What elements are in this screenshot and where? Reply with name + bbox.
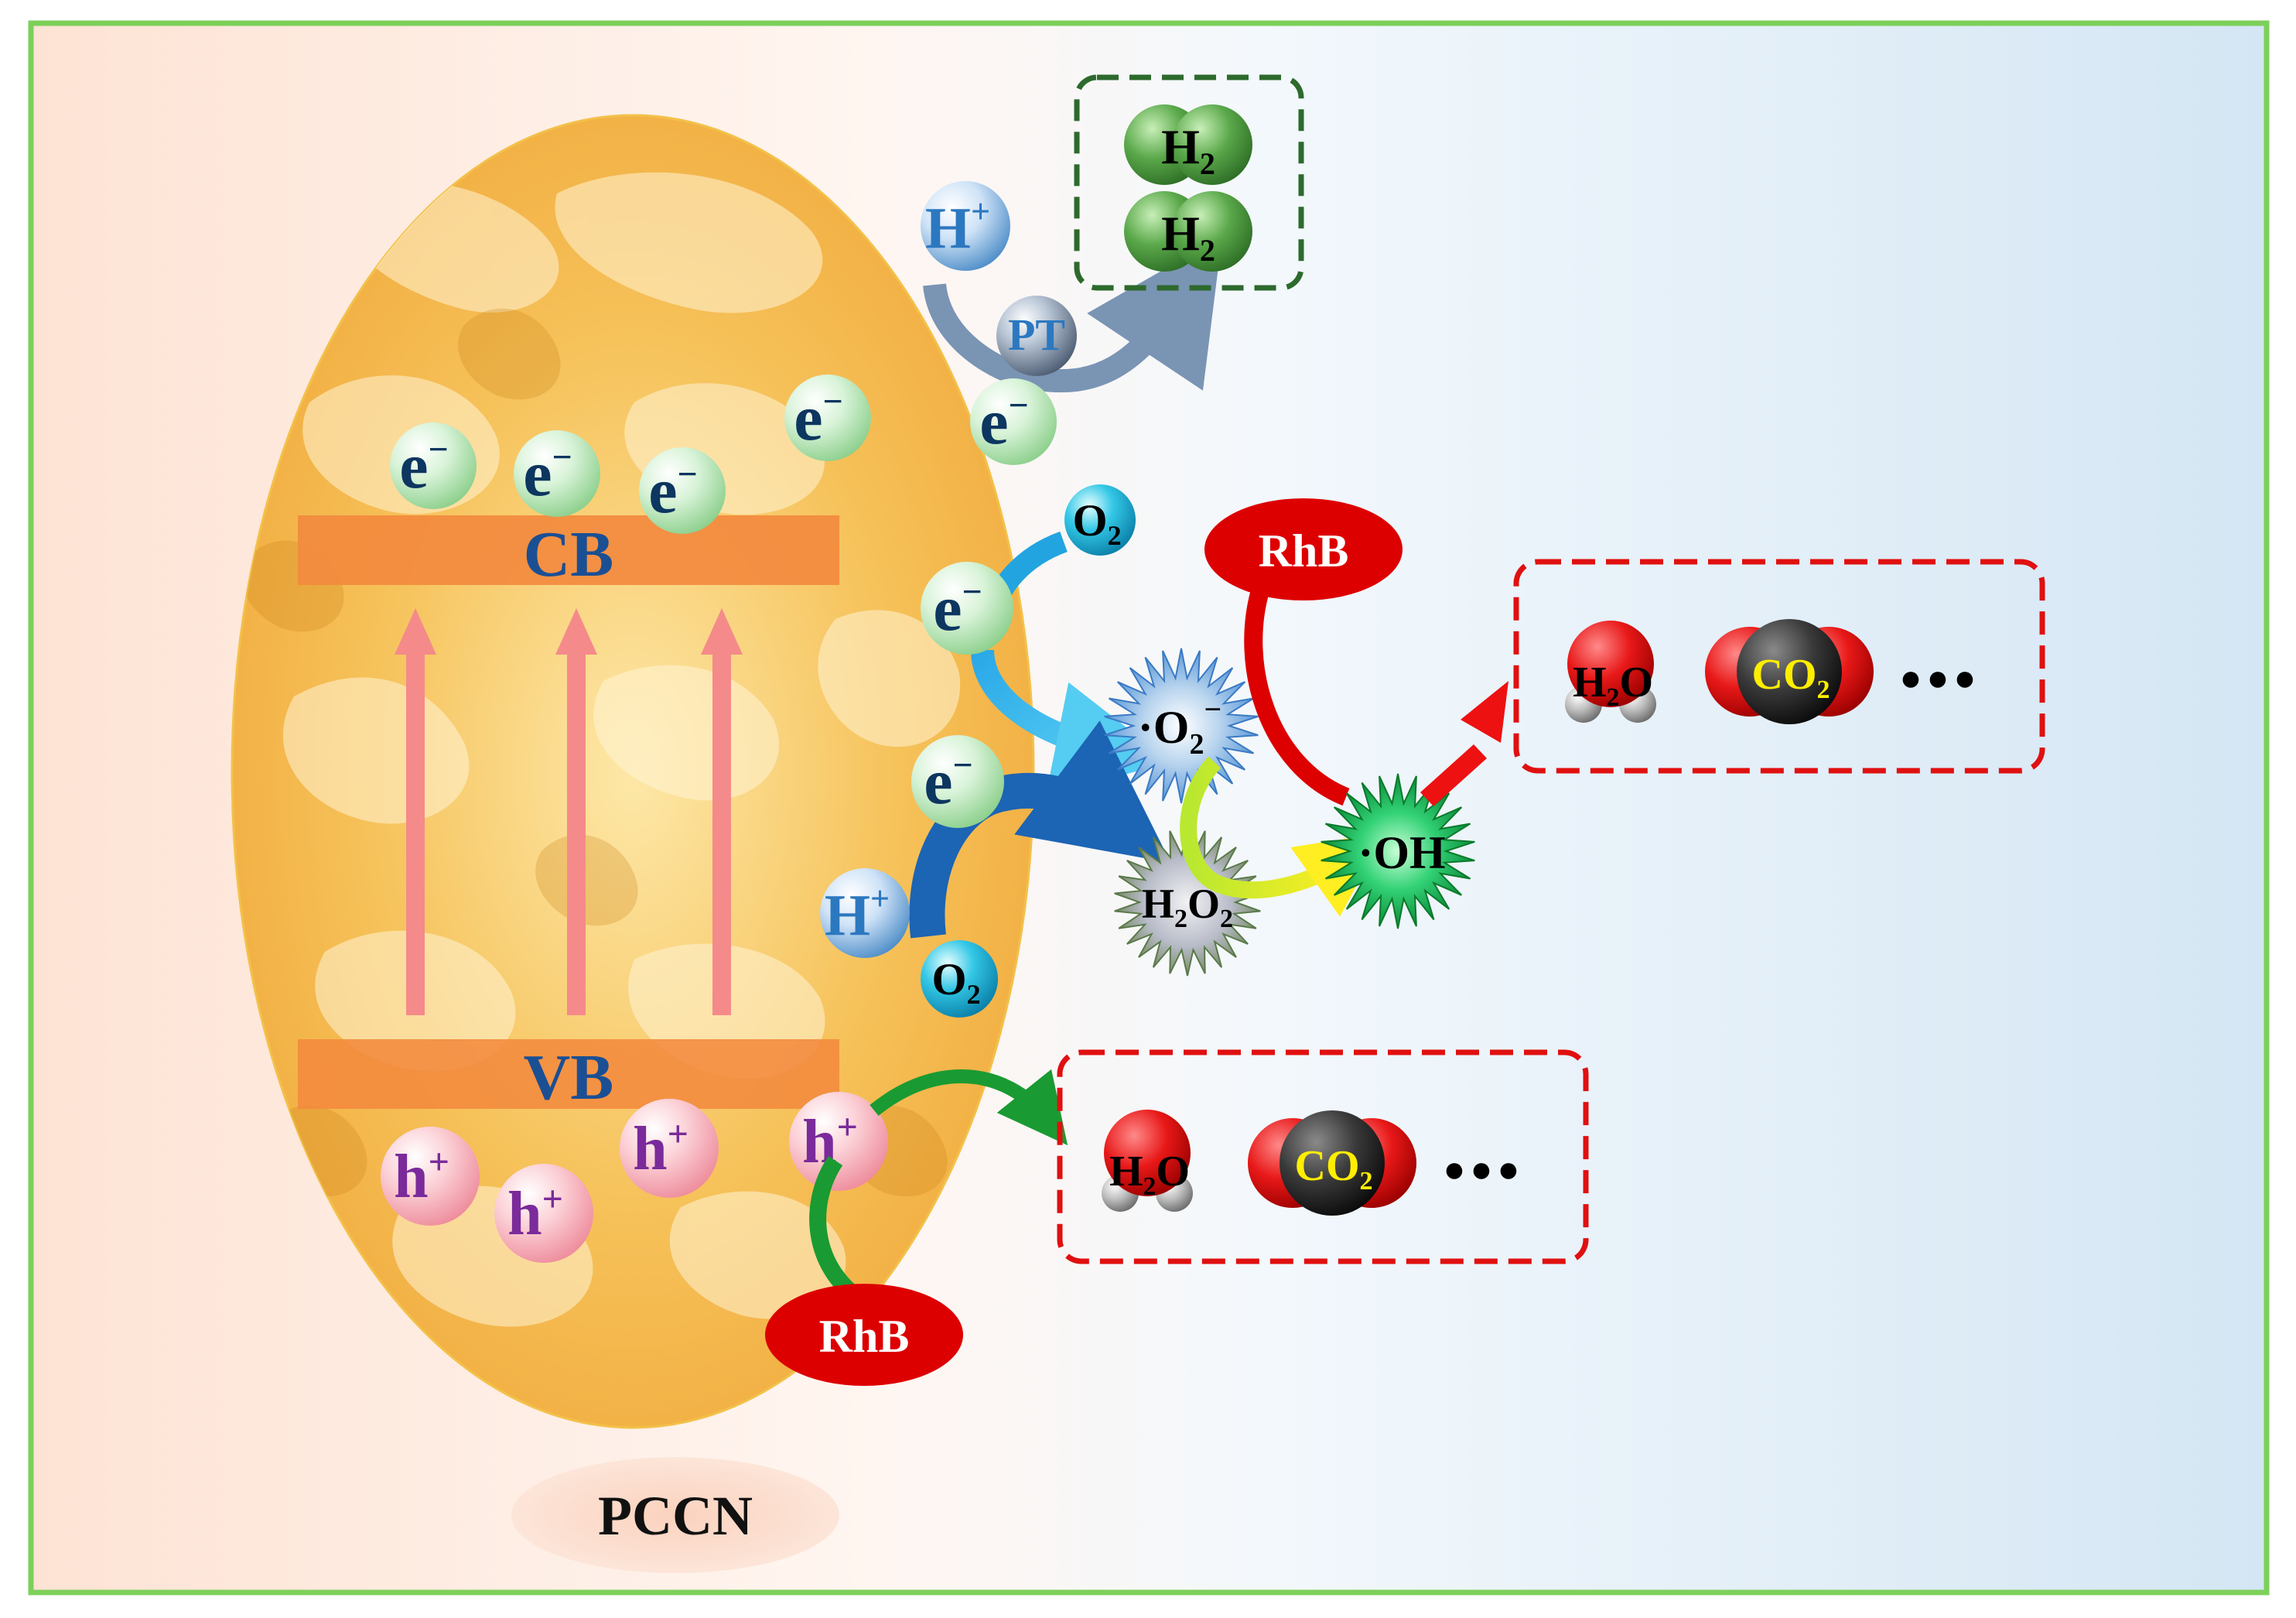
excitation-arrows: [395, 608, 743, 1015]
outer-frame: [28, 20, 2270, 1596]
svg-text:O2: O2: [1072, 495, 1121, 551]
electron: e−: [784, 375, 871, 461]
svg-text:H+: H+: [925, 193, 990, 261]
h2-product-box: H2 H2: [1074, 74, 1304, 291]
hydrogen-peroxide: H2O2: [1114, 828, 1261, 977]
svg-text:H+: H+: [825, 880, 890, 948]
svg-text:h+: h+: [802, 1107, 858, 1176]
excitation-arrow: [701, 608, 743, 1015]
svg-text:h+: h+: [394, 1141, 449, 1211]
svg-text:H2O: H2O: [1573, 658, 1653, 712]
excitation-arrow: [395, 608, 436, 1015]
svg-text:e−: e−: [399, 429, 449, 502]
h2-molecule: H2: [1124, 191, 1252, 272]
hole: h+: [494, 1164, 593, 1263]
rhb-molecule: RhB: [765, 1284, 963, 1386]
degradation-products-box: H2O CO2 ●●●: [1057, 1049, 1589, 1264]
ellipsis: ●●●: [1444, 1149, 1525, 1190]
oxygen-molecule: O2: [921, 940, 998, 1018]
co2-molecule: CO2: [1705, 619, 1874, 724]
cb-label: CB: [524, 518, 614, 590]
oxygen-molecule: O2: [1064, 484, 1136, 556]
svg-text:e−: e−: [979, 385, 1029, 458]
svg-text:e−: e−: [523, 437, 572, 510]
h2-molecule: H2: [1124, 104, 1252, 185]
svg-text:e−: e−: [924, 745, 973, 818]
svg-text:H2: H2: [1161, 206, 1215, 268]
svg-text:·O2−: ·O2−: [1138, 692, 1221, 761]
hole: h+: [620, 1099, 719, 1198]
pt-label: PT: [1008, 310, 1065, 360]
oxidation-arrow: [1420, 681, 1508, 806]
water-molecule: H2O: [1565, 621, 1656, 723]
electron: e−: [639, 447, 726, 534]
starburst: [1114, 828, 1261, 977]
svg-text:CO2: CO2: [1752, 651, 1830, 704]
svg-text:H2O2: H2O2: [1142, 881, 1233, 933]
electron: e−: [970, 378, 1057, 465]
electron: e−: [911, 735, 1004, 828]
svg-text:H2: H2: [1161, 119, 1215, 181]
pccn-label: PCCN: [511, 1457, 839, 1573]
excitation-arrow: [555, 608, 597, 1015]
electron: e−: [514, 430, 600, 517]
valence-band: VB: [298, 1039, 839, 1113]
svg-text:e−: e−: [648, 454, 698, 527]
ellipsis: ●●●: [1900, 658, 1981, 699]
hydroxyl-radical: ·OH: [1321, 773, 1475, 929]
conduction-band: CB: [298, 515, 839, 590]
svg-text:e−: e−: [794, 381, 843, 454]
svg-text:h+: h+: [507, 1178, 563, 1248]
svg-text:O2: O2: [931, 954, 980, 1010]
electron: e−: [390, 422, 477, 509]
starburst: [1104, 648, 1259, 804]
superoxide-radical: ·O2−: [1104, 648, 1259, 804]
svg-text:e−: e−: [933, 572, 982, 645]
rhb-label: RhB: [819, 1311, 910, 1362]
proton-transfer-arrow: [923, 236, 1222, 393]
hole: h+: [789, 1092, 888, 1191]
svg-text:·OH: ·OH: [1358, 827, 1445, 878]
radical-conversion-arrow: [1180, 756, 1385, 917]
rhb-label: RhB: [1259, 525, 1349, 576]
svg-text:h+: h+: [633, 1113, 688, 1183]
rhb-molecule: RhB: [1204, 498, 1403, 600]
rhb-red-curve: [1244, 585, 1350, 806]
electron: e−: [921, 562, 1013, 655]
vb-label: VB: [524, 1042, 614, 1113]
proton: H+: [921, 181, 1010, 271]
water-molecule: H2O: [1102, 1110, 1193, 1212]
pccn-text: PCCN: [598, 1485, 753, 1547]
proton: H+: [820, 868, 910, 958]
degradation-products-box: H2O CO2 ●●●: [1513, 559, 2045, 774]
starburst: [1321, 773, 1475, 929]
pt-cocatalyst: PT: [996, 296, 1077, 376]
svg-text:H2O: H2O: [1109, 1148, 1190, 1201]
svg-text:CO2: CO2: [1295, 1142, 1373, 1196]
co2-molecule: CO2: [1248, 1110, 1416, 1216]
hole: h+: [381, 1127, 480, 1226]
